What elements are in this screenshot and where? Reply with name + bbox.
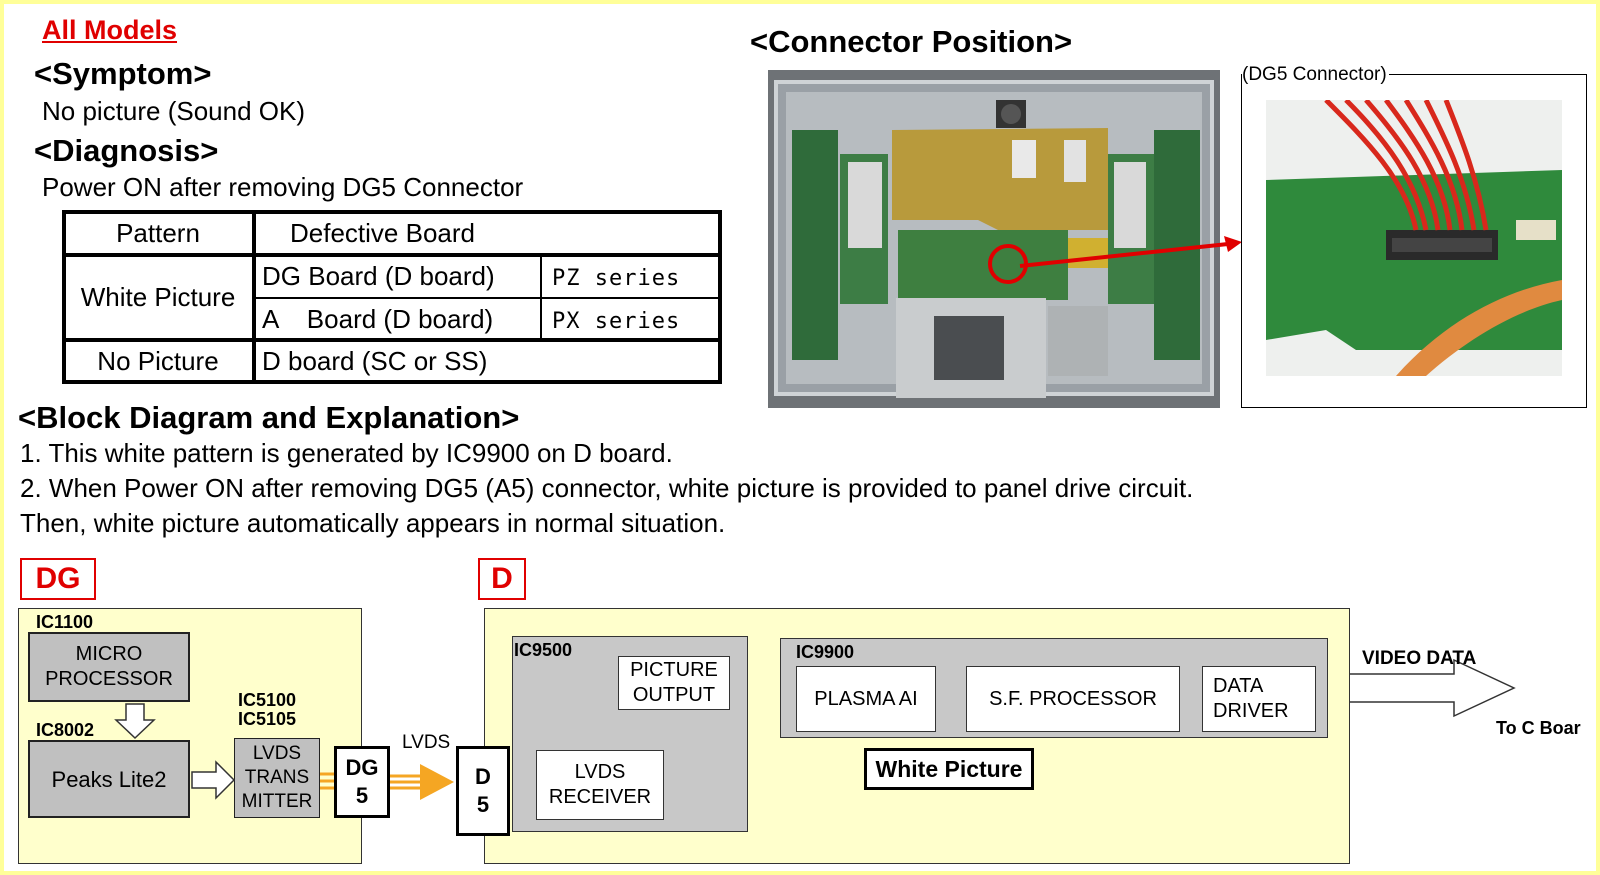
lvds-transmitter-block: LVDS TRANS MITTER — [234, 738, 320, 818]
table-cell-pattern-white: White Picture — [80, 282, 236, 312]
to-c-board-label: To C Boar — [1496, 718, 1581, 738]
table-header-board: Defective Board — [290, 218, 475, 248]
ic9900-label: IC9900 — [796, 642, 855, 662]
plasma-ai-block: PLASMA AI — [796, 666, 936, 732]
dg5-connector-photo — [1266, 100, 1562, 376]
service-bulletin-page: All Models <Symptom> No picture (Sound O… — [4, 4, 1596, 871]
dg5-connector: DG 5 — [334, 746, 390, 818]
table-cell-board: DG Board (D board) — [262, 261, 495, 291]
ic1100-label: IC1100 — [36, 612, 94, 632]
ic5100-label: IC5100 — [238, 690, 297, 710]
table-header-pattern: Pattern — [116, 218, 200, 248]
table-cell-series: PX series — [552, 308, 681, 334]
pointer-arrow — [1019, 236, 1242, 268]
picture-output-block: PICTURE OUTPUT — [618, 656, 730, 710]
diagnosis-table: Pattern Defective Board White Picture DG… — [62, 210, 722, 384]
ic5105-label: IC5105 — [238, 709, 297, 729]
all-models-label: All Models — [42, 15, 178, 45]
white-picture-label: White Picture — [864, 748, 1034, 790]
explanation-line-3: Then, white picture automatically appear… — [20, 508, 726, 538]
symptom-heading: <Symptom> — [34, 56, 212, 91]
table-cell-board: A Board (D board) — [262, 303, 494, 334]
table-grid — [62, 210, 722, 384]
connector-position-heading: <Connector Position> — [750, 24, 1073, 59]
explanation-line-2: 2. When Power ON after removing DG5 (A5)… — [20, 473, 1194, 503]
sf-processor-block: S.F. PROCESSOR — [966, 666, 1180, 732]
table-cell-series: PZ series — [552, 266, 681, 291]
lvds-label: LVDS — [402, 732, 451, 753]
table-cell-board: D board (SC or SS) — [262, 345, 488, 376]
data-driver-block: DATA DRIVER — [1202, 666, 1316, 732]
video-data-label: VIDEO DATA — [1362, 648, 1477, 669]
dg5-connector-label: (DG5 Connector) — [1242, 64, 1389, 86]
micro-processor-block: MICRO PROCESSOR — [28, 632, 190, 702]
lvds-receiver-block: LVDS RECEIVER — [536, 750, 664, 820]
ic9500-label: IC9500 — [514, 640, 573, 660]
dg-board-tag: DG — [20, 558, 96, 600]
explanation-line-1: 1. This white pattern is generated by IC… — [20, 438, 673, 468]
peaks-lite2-block: Peaks Lite2 — [28, 740, 190, 818]
symptom-text: No picture (Sound OK) — [42, 96, 306, 126]
diagnosis-heading: <Diagnosis> — [34, 133, 219, 168]
d5-connector: D 5 — [456, 746, 510, 836]
block-diagram-heading: <Block Diagram and Explanation> — [18, 400, 520, 435]
table-cell-pattern-none: No Picture — [97, 345, 219, 376]
dg5-connector-photo-frame — [1241, 74, 1587, 408]
tv-board-photo — [768, 70, 1220, 408]
ic8002-label: IC8002 — [36, 720, 95, 740]
d-board-tag: D — [478, 558, 526, 600]
diagnosis-text: Power ON after removing DG5 Connector — [42, 172, 524, 202]
